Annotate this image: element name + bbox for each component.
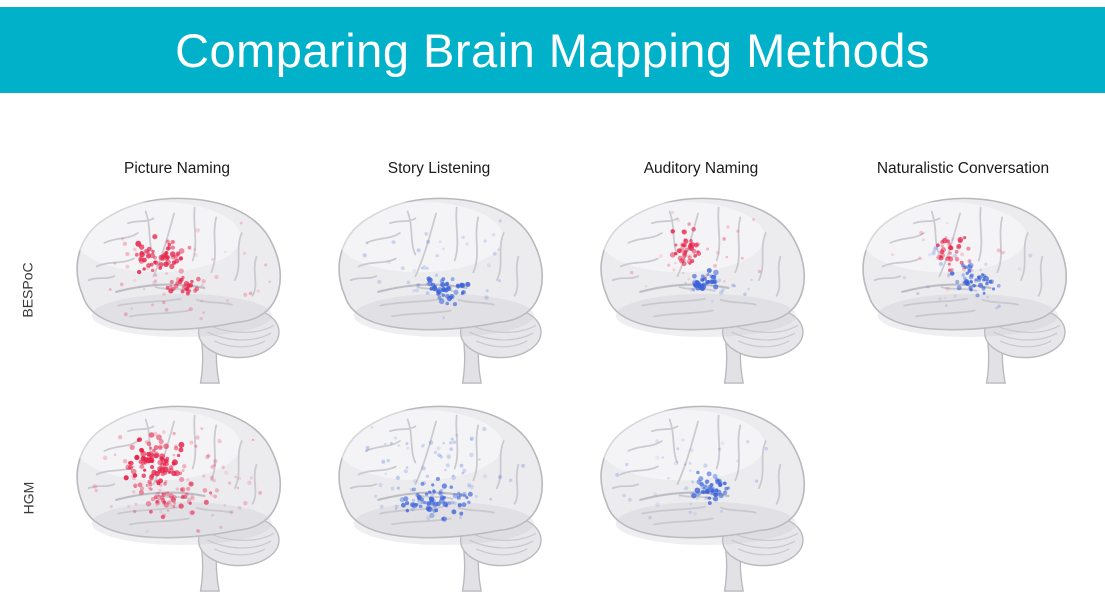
brain-svg [598, 197, 806, 384]
column-header-picture-naming: Picture Naming [124, 160, 230, 177]
slide-title: Comparing Brain Mapping Methods [175, 23, 930, 77]
brain-svg [598, 405, 806, 592]
row-label-bespoc-text: BESPoC [20, 262, 36, 318]
brain-figure-hgm-auditory-naming [570, 394, 832, 602]
row-label-bespoc: BESPoC [10, 186, 46, 394]
row-label-hgm-text: HGM [19, 481, 36, 515]
brain-figure-bespoc-story-listening [308, 186, 570, 394]
empty-cell [832, 394, 1094, 602]
brain-svg [860, 197, 1068, 384]
slide: Comparing Brain Mapping Methods Picture … [0, 7, 1105, 602]
brain-svg [74, 405, 282, 592]
column-header-naturalistic-conversation: Naturalistic Conversation [876, 160, 1050, 177]
brain-comparison-grid: Picture Naming Story Listening Auditory … [10, 148, 1105, 602]
brain-figure-hgm-story-listening [308, 394, 570, 602]
brain-figure-bespoc-picture-naming [46, 186, 308, 394]
column-header-story-listening: Story Listening [387, 160, 491, 177]
brain-figure-bespoc-naturalistic-conversation [832, 186, 1094, 394]
brain-figure-hgm-picture-naming [46, 394, 308, 602]
column-header-auditory-naming: Auditory Naming [643, 160, 759, 177]
grid-corner [10, 148, 46, 186]
brain-svg [74, 197, 282, 384]
brain-svg [336, 405, 544, 592]
brain-svg [336, 197, 544, 384]
brain-figure-bespoc-auditory-naming [570, 186, 832, 394]
title-banner: Comparing Brain Mapping Methods [0, 7, 1105, 93]
row-label-hgm: HGM [10, 394, 46, 602]
